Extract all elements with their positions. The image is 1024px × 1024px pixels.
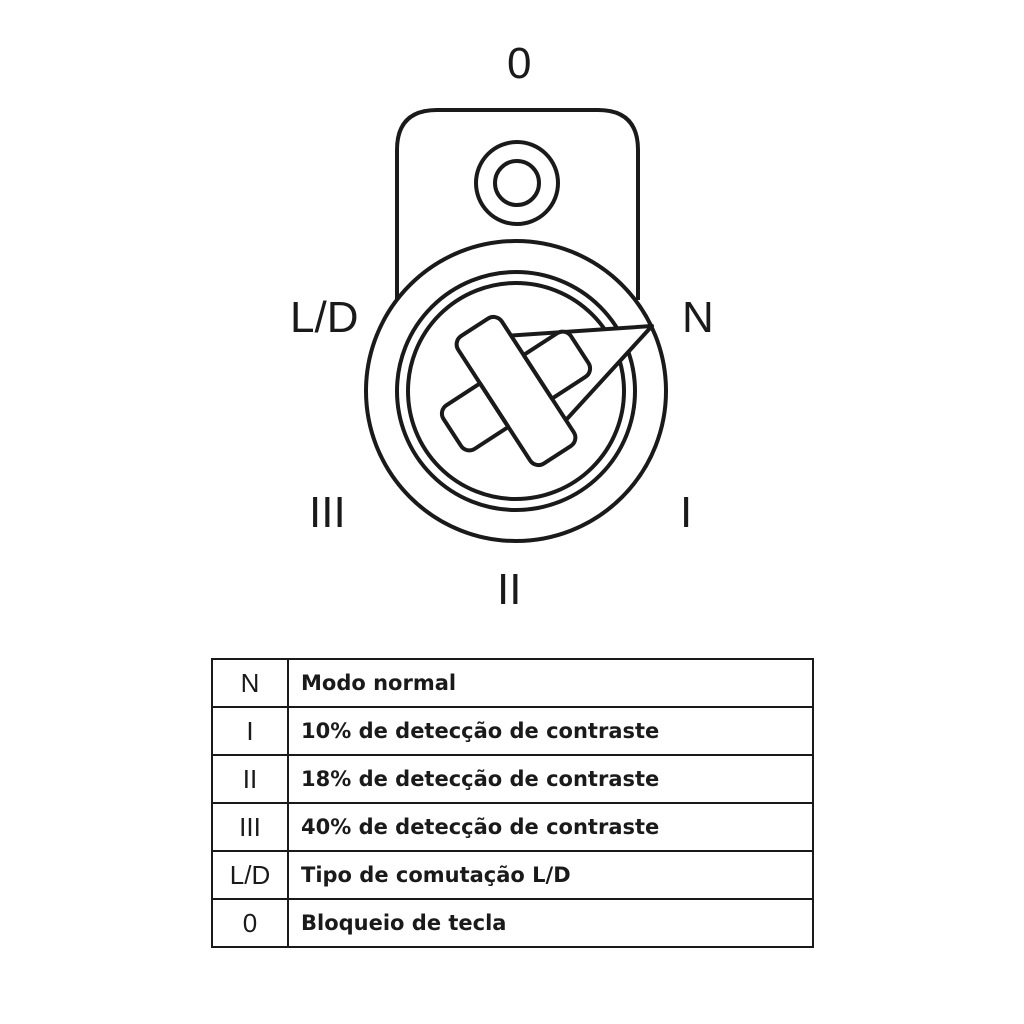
- legend-row-iii: III 40% de detecção de contraste: [211, 802, 814, 852]
- legend-code: L/D: [211, 850, 289, 900]
- legend-row-ld: L/D Tipo de comutação L/D: [211, 850, 814, 900]
- position-label-iii: III: [309, 488, 346, 537]
- legend-description: 10% de detecção de contraste: [287, 706, 814, 756]
- knob-bar-a-edge: [478, 353, 554, 429]
- legend-row-i: I 10% de detecção de contraste: [211, 706, 814, 756]
- legend-code: I: [211, 706, 289, 756]
- position-label-ld: L/D: [290, 293, 359, 342]
- legend-row-n: N Modo normal: [211, 658, 814, 708]
- legend-row-0: 0 Bloqueio de tecla: [211, 898, 814, 948]
- legend-description: 40% de detecção de contraste: [287, 802, 814, 852]
- legend-description: Tipo de comutação L/D: [287, 850, 814, 900]
- lock-screw-inner: [493, 159, 541, 207]
- position-label-i: I: [680, 488, 693, 537]
- position-label-n: N: [682, 293, 714, 342]
- legend-description: Modo normal: [287, 658, 814, 708]
- legend-description: Bloqueio de tecla: [287, 898, 814, 948]
- legend-row-ii: II 18% de detecção de contraste: [211, 754, 814, 804]
- position-label-0: 0: [507, 39, 532, 88]
- legend-description: 18% de detecção de contraste: [287, 754, 814, 804]
- legend-code: N: [211, 658, 289, 708]
- legend-code: II: [211, 754, 289, 804]
- position-label-ii: II: [497, 565, 522, 614]
- legend-code: 0: [211, 898, 289, 948]
- legend-table: N Modo normal I 10% de detecção de contr…: [211, 658, 814, 948]
- legend-code: III: [211, 802, 289, 852]
- rotary-switch-diagram: [364, 108, 668, 543]
